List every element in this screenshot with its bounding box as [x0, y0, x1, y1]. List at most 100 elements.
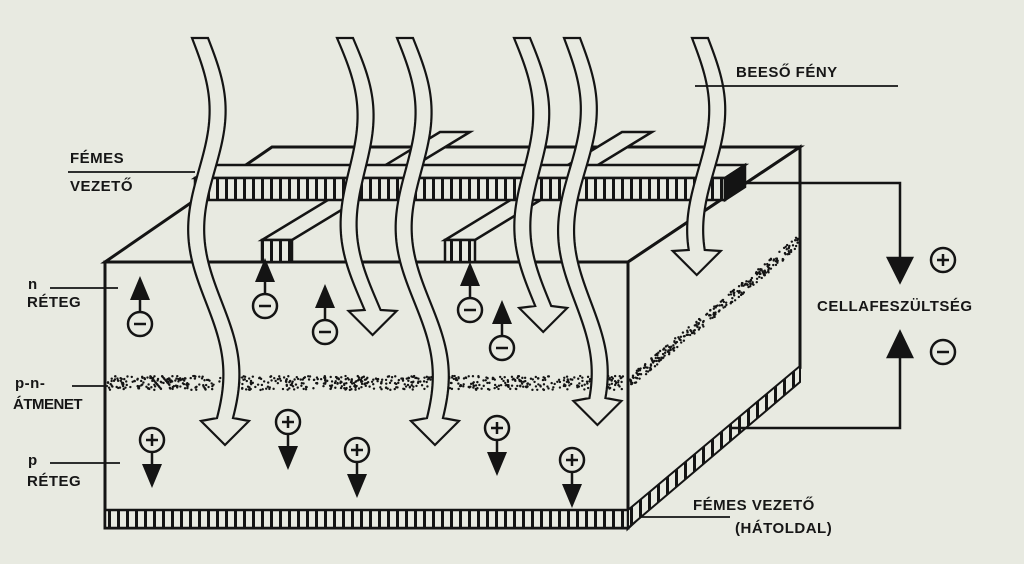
- junction-dot: [635, 369, 639, 372]
- junction-dot: [363, 378, 367, 381]
- junction-dot: [270, 379, 273, 382]
- junction-dot: [745, 280, 748, 283]
- light-ray-arrow-icon: [335, 36, 400, 337]
- junction-dot: [546, 385, 549, 388]
- junction-dot: [296, 386, 299, 389]
- junction-dot: [576, 384, 579, 388]
- junction-dot: [788, 244, 791, 248]
- junction-dot: [711, 316, 714, 319]
- junction-dot: [638, 377, 641, 380]
- junction-dot: [450, 381, 453, 385]
- junction-dot: [495, 385, 499, 389]
- junction-dot: [497, 384, 501, 387]
- junction-dot: [256, 383, 260, 386]
- junction-dot: [794, 244, 798, 248]
- junction-dot: [292, 388, 296, 391]
- junction-dot: [775, 259, 778, 262]
- wire-top: [735, 181, 902, 260]
- junction-dot: [185, 383, 188, 386]
- junction-dot: [334, 380, 337, 383]
- junction-dot: [326, 379, 329, 383]
- junction-dot: [732, 292, 736, 295]
- junction-dot: [517, 375, 521, 378]
- junction-dot: [763, 271, 766, 274]
- junction-dot: [110, 379, 113, 383]
- junction-dot: [266, 381, 270, 384]
- junction-dot: [380, 378, 384, 381]
- junction-dot: [198, 383, 201, 386]
- electron-charge-icon: [456, 262, 484, 324]
- junction-dot: [108, 388, 112, 391]
- junction-dot: [717, 310, 721, 313]
- junction-dot: [266, 385, 270, 388]
- junction-dot: [482, 379, 485, 382]
- p-layer-label-1: p: [28, 452, 38, 469]
- junction-dot: [340, 376, 343, 379]
- junction-dot: [474, 384, 478, 387]
- junction-dot: [687, 326, 690, 329]
- junction-dot: [531, 378, 535, 381]
- charge-carriers: [126, 258, 586, 508]
- junction-dot: [268, 387, 271, 391]
- junction-dot: [655, 359, 658, 363]
- junction-dot: [122, 387, 125, 391]
- junction-dot: [500, 377, 504, 381]
- junction-dot: [633, 381, 637, 384]
- arrow-down-icon: [885, 256, 915, 285]
- junction-dot: [245, 379, 248, 383]
- junction-dot: [288, 387, 291, 390]
- junction-dot: [743, 283, 747, 286]
- junction-dot: [583, 383, 586, 386]
- junction-dot: [772, 259, 775, 262]
- plus-terminal-icon: [929, 246, 957, 274]
- junction-dot: [415, 384, 418, 388]
- junction-dot: [619, 376, 623, 380]
- junction-dot: [410, 384, 413, 387]
- junction-dot: [565, 375, 569, 378]
- junction-dot: [699, 319, 702, 322]
- junction-dot: [168, 378, 171, 381]
- junction-dot: [681, 331, 685, 334]
- junction-dot: [210, 382, 213, 385]
- junction-dot: [107, 386, 111, 389]
- junction-dot: [345, 382, 348, 385]
- junction-dot: [178, 377, 182, 380]
- junction-dot: [129, 385, 132, 389]
- junction-dot: [635, 377, 639, 380]
- junction-dot: [194, 386, 197, 389]
- junction-dot: [414, 376, 417, 380]
- junction-dot: [162, 381, 165, 385]
- top-conductor-busbar: [190, 163, 750, 180]
- junction-dot: [732, 288, 736, 292]
- junction-dot: [203, 379, 206, 382]
- top-conductor-label-1: FÉMES: [70, 150, 125, 167]
- junction-dot: [657, 351, 660, 354]
- electron-charge-icon: [251, 258, 279, 320]
- junction-dot: [661, 352, 665, 356]
- junction-dot: [583, 388, 586, 391]
- junction-dot: [778, 250, 781, 254]
- junction-dot: [608, 386, 612, 390]
- junction-dot: [312, 387, 315, 390]
- junction-dot: [482, 384, 485, 388]
- junction-dot: [125, 383, 128, 387]
- junction-dot: [450, 376, 454, 379]
- junction-dot: [499, 383, 503, 387]
- junction-dot: [293, 378, 296, 381]
- junction-dot: [140, 384, 143, 387]
- junction-dot: [789, 250, 793, 254]
- junction-dot: [278, 375, 281, 378]
- junction-dot: [646, 366, 649, 369]
- junction-dot: [347, 378, 351, 381]
- top-conductor-busbar-front: [193, 176, 727, 202]
- junction-dot: [685, 333, 689, 337]
- junction-dot: [116, 377, 119, 380]
- junction-dot: [661, 356, 664, 360]
- junction-dot: [193, 377, 197, 380]
- junction-dot: [385, 382, 388, 385]
- junction-dot: [526, 382, 530, 385]
- junction-dot: [423, 376, 426, 379]
- junction-dot: [520, 382, 524, 385]
- junction-dot: [112, 379, 116, 382]
- junction-dot: [120, 381, 124, 384]
